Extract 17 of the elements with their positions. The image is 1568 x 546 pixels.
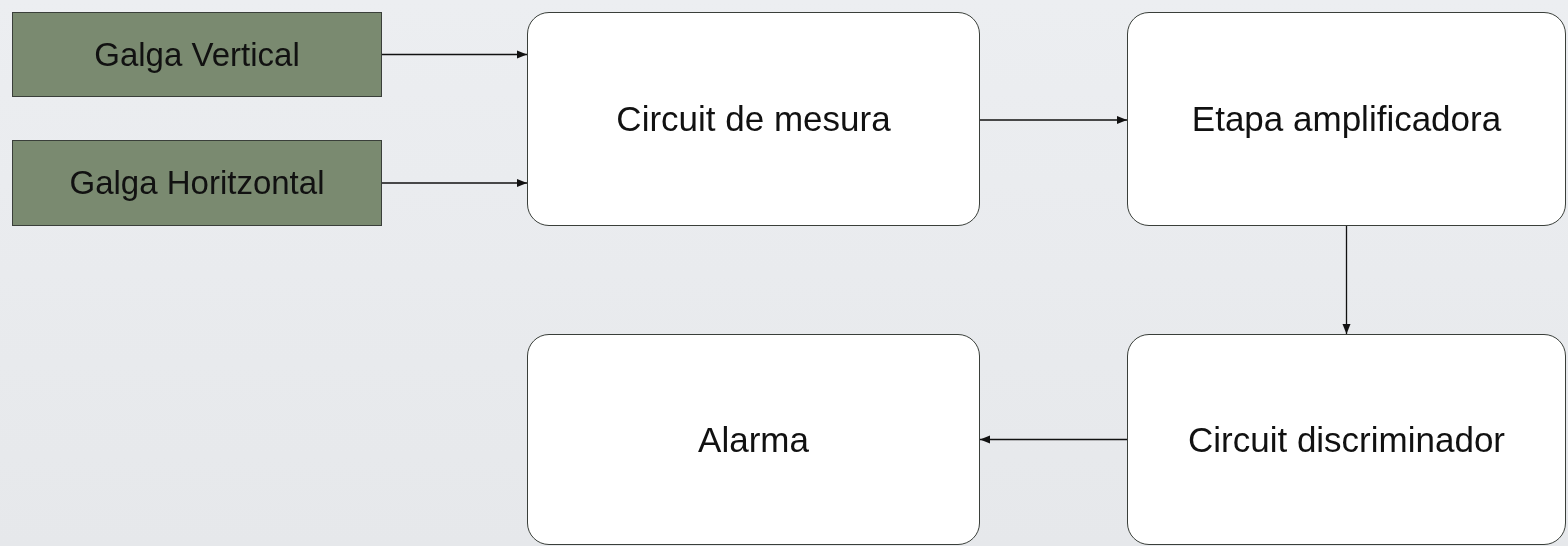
arrow — [979, 435, 1128, 444]
box-label: Etapa amplificadora — [1191, 99, 1502, 139]
box-label: Circuit discriminador — [1188, 419, 1505, 460]
process-box — [527, 334, 980, 545]
arrow — [381, 179, 528, 187]
arrow — [381, 50, 528, 59]
box-label: Galga Horitzontal — [69, 164, 325, 202]
sensor-box — [12, 12, 382, 97]
arrow — [979, 116, 1128, 124]
arrow — [1342, 225, 1351, 335]
box-label: Alarma — [698, 419, 809, 460]
process-box — [1127, 334, 1566, 545]
box-label: Circuit de mesura — [616, 99, 891, 139]
process-box — [527, 12, 980, 226]
process-box — [1127, 12, 1566, 226]
sensor-box — [12, 140, 382, 226]
box-label: Galga Vertical — [94, 35, 300, 74]
